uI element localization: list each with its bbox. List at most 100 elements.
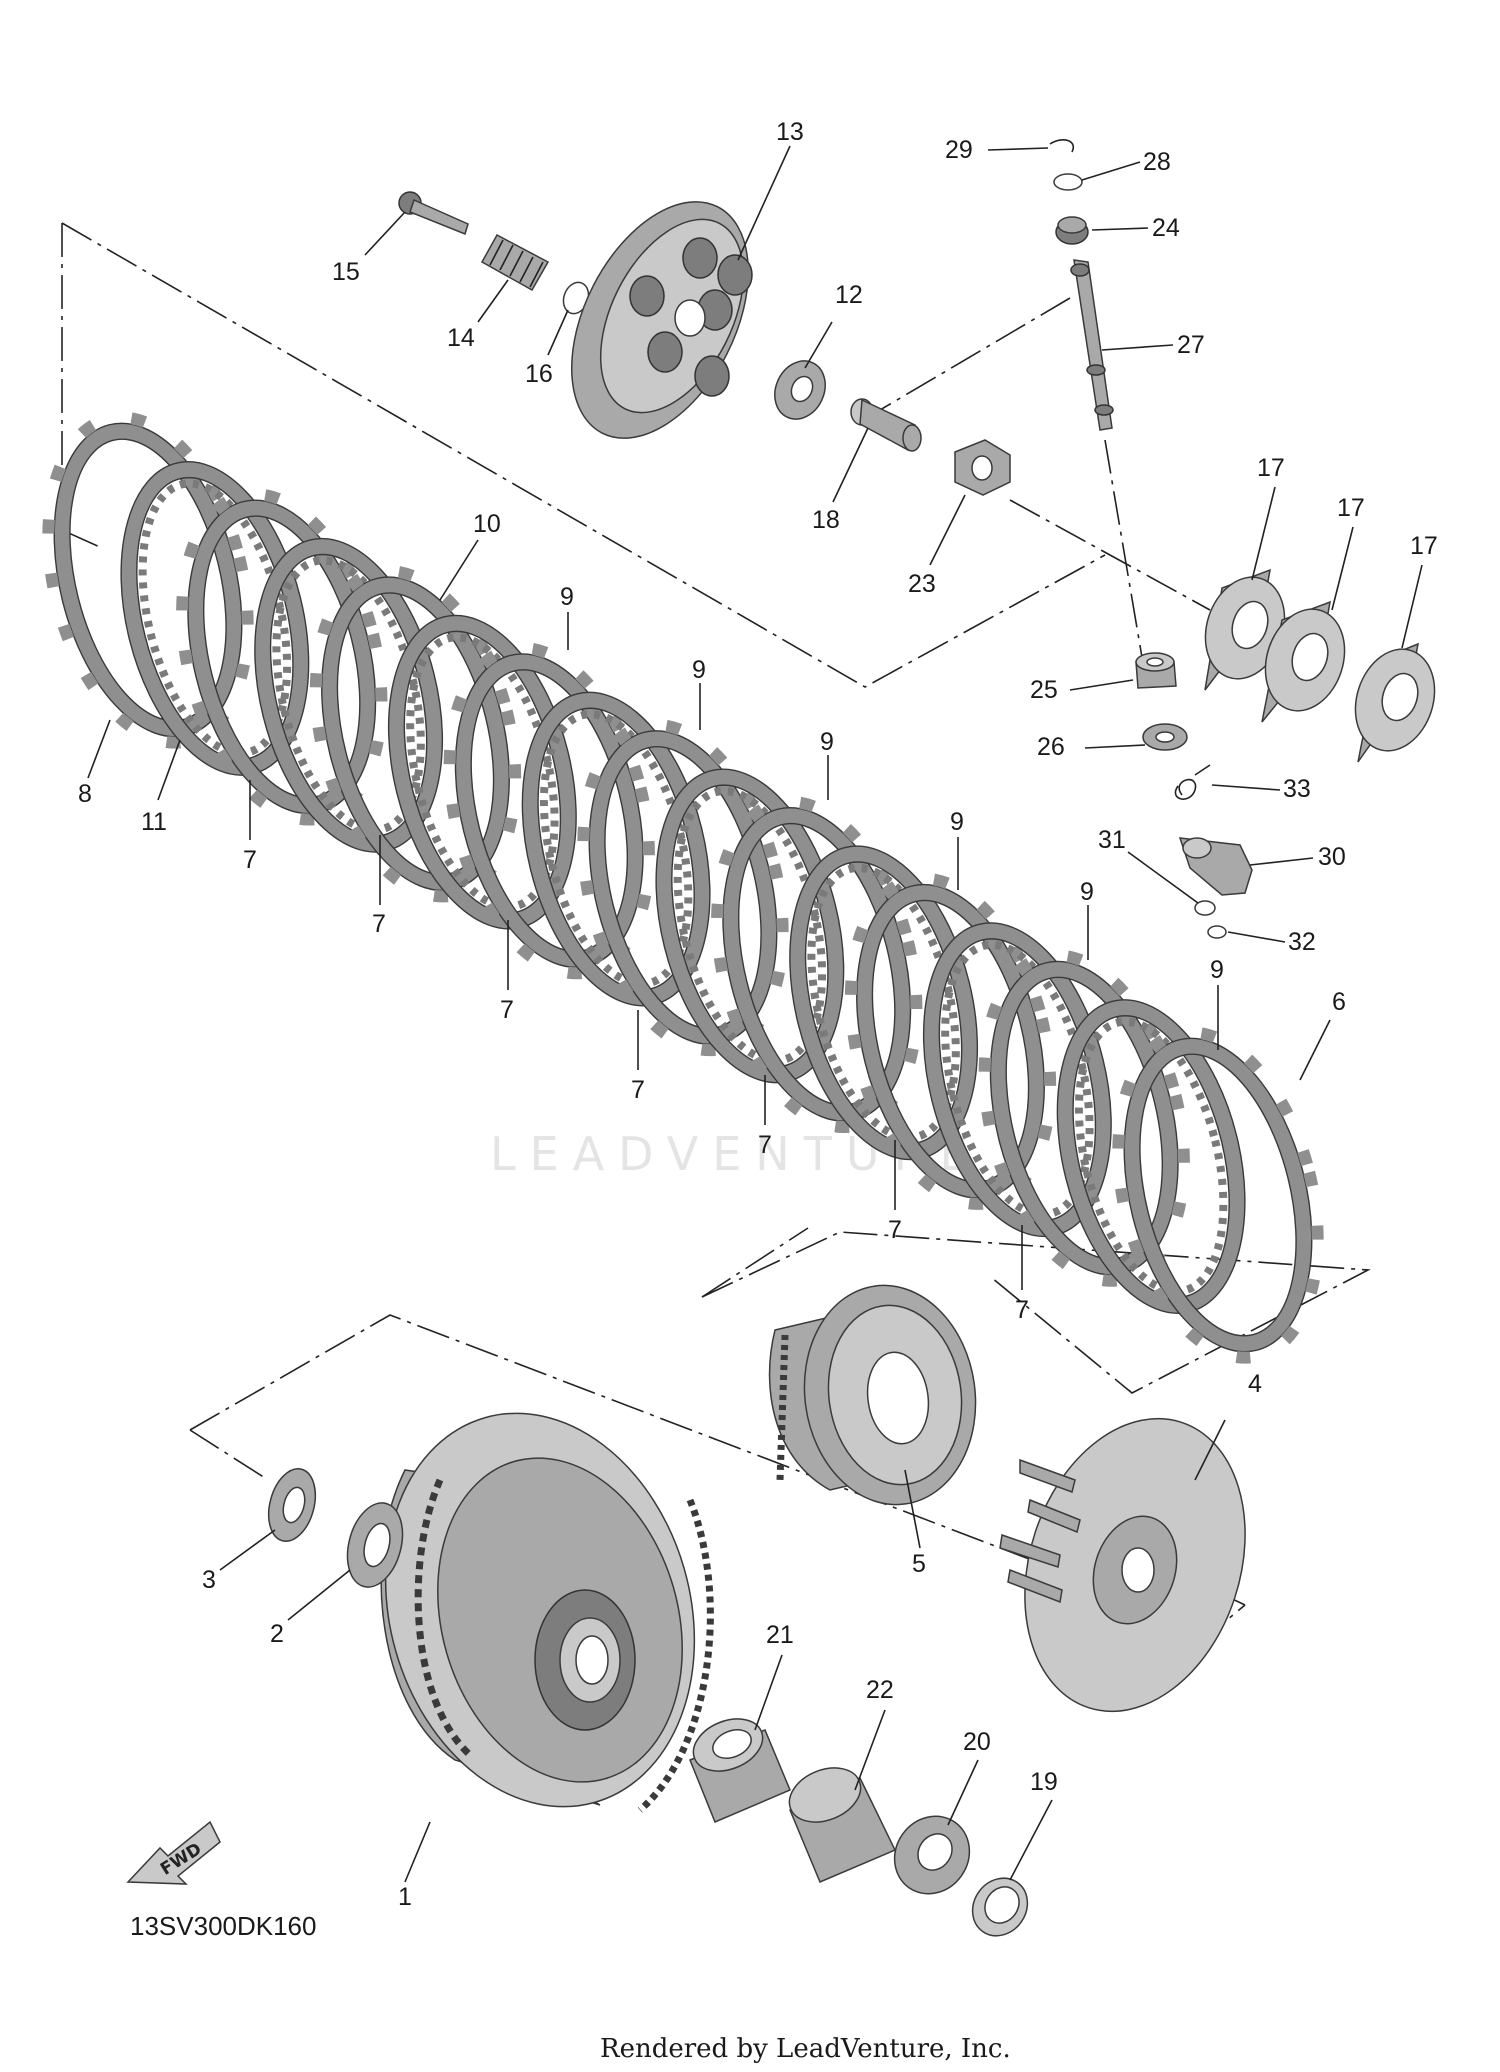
part-19-circlip	[971, 1877, 1029, 1937]
callout-15: 15	[332, 258, 360, 286]
callout-11: 11	[141, 808, 167, 836]
leader-3	[219, 1529, 276, 1571]
clutch-plate-stack	[42, 411, 1324, 1364]
part-14-spring	[480, 233, 550, 292]
callout-9d: 9	[950, 808, 964, 836]
assembly-line-25	[1104, 439, 1146, 676]
callout-27: 27	[1177, 331, 1205, 359]
part-12-bearing	[774, 360, 826, 420]
callout-labels: 1 2 3 4 5 6 7 7 7 7 7 7 7 8 9 9 9 9 9 9 …	[78, 118, 1438, 1911]
part-27-push-lever-shaft	[1070, 259, 1114, 431]
callout-2: 2	[270, 1620, 284, 1648]
callout-31: 31	[1098, 826, 1126, 854]
leader-18	[832, 427, 869, 503]
leader-17c	[1401, 564, 1423, 649]
callout-21: 21	[766, 1621, 794, 1649]
callout-26: 26	[1037, 733, 1065, 761]
leader-24	[1091, 227, 1149, 231]
callout-22: 22	[866, 1676, 894, 1704]
leader-25	[1069, 679, 1134, 691]
leader-17b	[1331, 526, 1354, 611]
leader-27	[1101, 344, 1174, 351]
part-18-pushrod	[850, 398, 922, 452]
callout-30: 30	[1318, 843, 1346, 871]
friction-plate	[176, 488, 388, 826]
part-17-lock-washer-1	[1204, 568, 1286, 691]
callout-7b: 7	[372, 910, 386, 938]
leader-10	[439, 539, 479, 601]
callout-9b: 9	[692, 656, 706, 684]
friction-plate	[711, 795, 923, 1134]
assembly-line-housing	[189, 1314, 1246, 1631]
callout-18: 18	[812, 506, 840, 534]
part-1-clutch-housing	[380, 1412, 714, 1813]
callout-6: 6	[1332, 988, 1346, 1016]
part-23-nut	[954, 439, 1011, 496]
callout-1: 1	[398, 1883, 412, 1911]
callout-16: 16	[525, 360, 553, 388]
callout-17b: 17	[1337, 494, 1365, 522]
leader-28	[1081, 161, 1141, 181]
part-26-seal	[1142, 723, 1188, 751]
callout-9f: 9	[1210, 956, 1224, 984]
callout-7c: 7	[500, 996, 514, 1024]
credit-text: Rendered by LeadVenture, Inc.	[600, 2034, 1011, 2064]
leader-31	[1127, 851, 1199, 904]
part-29-clip	[1049, 139, 1075, 153]
part-22-bushing	[788, 1767, 897, 1883]
leader-1	[404, 1821, 431, 1883]
leader-16	[547, 309, 569, 356]
part-5-clutch-boss	[768, 1284, 977, 1506]
part-15-bolt	[398, 191, 469, 236]
leader-13	[737, 145, 791, 261]
part-17-lock-washer-2	[1261, 600, 1346, 723]
callout-32: 32	[1288, 928, 1316, 956]
assembly-line-hub-top	[701, 1227, 809, 1298]
part-20-thrust-washer	[893, 1815, 971, 1895]
callout-28: 28	[1143, 148, 1171, 176]
callout-3: 3	[202, 1566, 216, 1594]
friction-plate	[1112, 1026, 1324, 1364]
callout-14: 14	[447, 324, 475, 352]
part-13-pressure-plate	[570, 201, 753, 439]
friction-plate	[42, 411, 254, 749]
callout-10: 10	[473, 510, 501, 538]
friction-plate	[309, 565, 522, 903]
leader-12	[804, 321, 833, 369]
callout-7a: 7	[243, 846, 257, 874]
callout-20: 20	[963, 1728, 991, 1756]
part-code: 13SV300DK160	[130, 1911, 316, 1941]
callout-23: 23	[908, 570, 936, 598]
callout-17a: 17	[1257, 454, 1285, 482]
callout-7f: 7	[888, 1216, 902, 1244]
leader-19	[1009, 1799, 1053, 1881]
leader-30	[1249, 857, 1314, 866]
callout-29: 29	[945, 136, 973, 164]
part-25-bearing	[1135, 652, 1177, 689]
fwd-arrow-icon: FWD	[126, 1820, 221, 1885]
leader-26	[1084, 744, 1146, 749]
callout-9e: 9	[1080, 878, 1094, 906]
leader-29	[987, 147, 1049, 151]
callout-24: 24	[1152, 214, 1180, 242]
callout-13: 13	[776, 118, 804, 146]
part-33-spring	[1174, 764, 1211, 800]
part-3-thrust-washer	[267, 1468, 317, 1542]
callout-19: 19	[1030, 1768, 1058, 1796]
callout-12: 12	[835, 281, 863, 309]
leader-2	[287, 1569, 351, 1621]
part-28-washer	[1053, 173, 1083, 191]
leader-32	[1227, 931, 1286, 943]
part-21-spacer	[689, 1718, 791, 1823]
leader-4	[1194, 1419, 1226, 1481]
leader-6	[1299, 1019, 1331, 1081]
callout-4: 4	[1248, 1370, 1262, 1398]
leader-22	[854, 1709, 886, 1791]
part-24-seal	[1055, 216, 1089, 245]
leader-15	[364, 211, 406, 256]
assembly-line-left	[61, 223, 103, 549]
assembly-line-housing-left	[189, 1429, 266, 1479]
part-2-thrust-washer	[346, 1502, 404, 1588]
leader-23	[929, 494, 966, 566]
leader-8	[87, 719, 111, 779]
